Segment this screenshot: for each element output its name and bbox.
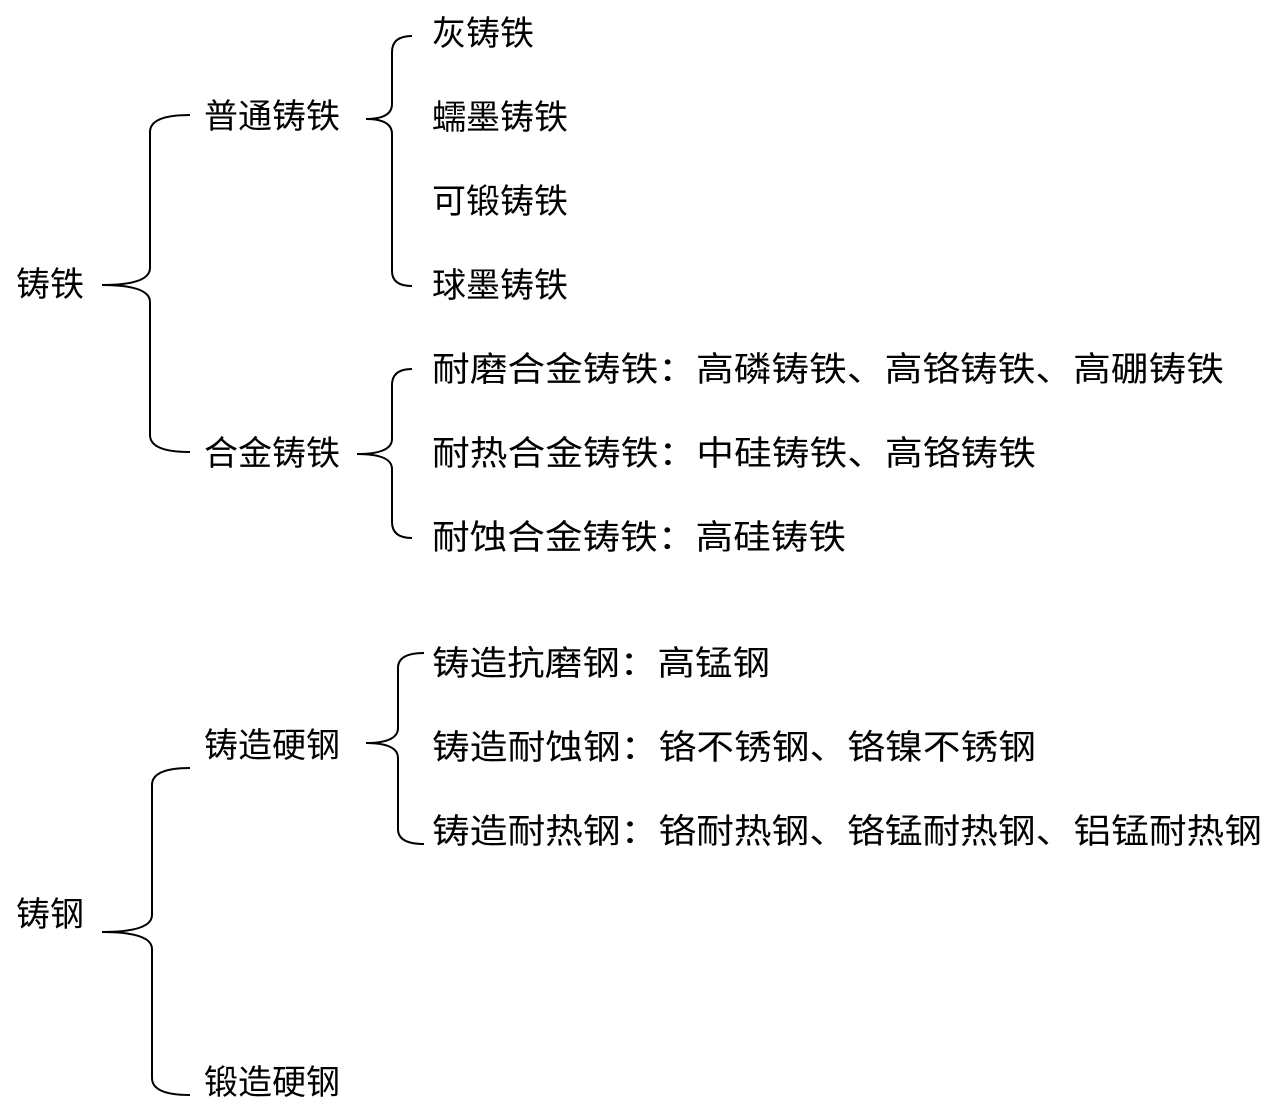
node-cast-heat-steel: 铸造耐热钢：铬耐热钢、铬锰耐热钢、铝锰耐热钢 bbox=[432, 812, 1262, 852]
node-wear-resistant-iron: 耐磨合金铸铁：高磷铸铁、高铬铸铁、高硼铸铁 bbox=[432, 350, 1224, 390]
node-gray-iron: 灰铸铁 bbox=[432, 14, 534, 54]
node-cast-iron: 铸铁 bbox=[16, 265, 84, 305]
node-forged-hard-steel: 锻造硬钢 bbox=[204, 1063, 340, 1103]
node-vermicular-iron: 蠕墨铸铁 bbox=[432, 98, 568, 138]
node-cast-wear-steel: 铸造抗磨钢：高锰钢 bbox=[432, 644, 770, 684]
node-cast-steel: 铸钢 bbox=[16, 895, 84, 935]
node-cast-corrosion-steel: 铸造耐蚀钢：铬不锈钢、铬镍不锈钢 bbox=[432, 728, 1036, 768]
alloy-iron-brace bbox=[356, 368, 413, 539]
cast-steel-brace bbox=[101, 767, 191, 1096]
node-ordinary-cast-iron: 普通铸铁 bbox=[204, 97, 340, 137]
node-nodular-iron: 球墨铸铁 bbox=[432, 266, 568, 306]
cast-hard-steel-brace bbox=[365, 652, 425, 845]
node-corrosion-resistant-iron: 耐蚀合金铸铁：高硅铸铁 bbox=[432, 518, 846, 558]
cast-iron-brace bbox=[101, 114, 191, 453]
node-alloy-cast-iron: 合金铸铁 bbox=[204, 434, 340, 474]
ordinary-iron-brace bbox=[365, 35, 413, 287]
node-cast-hard-steel: 铸造硬钢 bbox=[204, 726, 340, 766]
node-malleable-iron: 可锻铸铁 bbox=[432, 182, 568, 222]
node-heat-resistant-iron: 耐热合金铸铁：中硅铸铁、高铬铸铁 bbox=[432, 434, 1036, 474]
